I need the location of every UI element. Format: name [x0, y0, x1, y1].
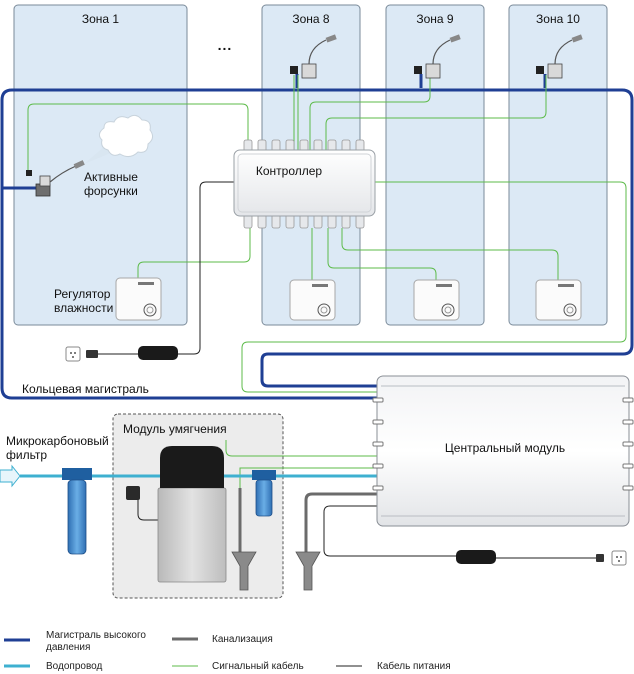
power-adapter-central [456, 550, 604, 564]
microcarbon-filter [62, 468, 92, 555]
softener-unit [126, 446, 227, 583]
central-module-label: Центральный модуль [444, 441, 566, 455]
nozzle-valve-zone-8 [290, 34, 337, 79]
power-socket-icon [65, 346, 81, 362]
humidity-regulator-label: Регулятор влажности [54, 287, 114, 315]
nozzle-valve-zone-1 [26, 160, 85, 197]
active-nozzles-label: Активные форсунки [84, 170, 138, 198]
controller-label: Контроллер [255, 164, 323, 178]
drain-funnel-2 [295, 551, 321, 591]
power-cables [98, 181, 596, 559]
legend-signal-cable: Сигнальный кабель [212, 661, 304, 672]
legend-water-supply: Водопровод [46, 661, 103, 672]
humidity-regulator-zone-10 [535, 279, 582, 321]
signal-cables [27, 75, 627, 488]
nozzle-valve-zone-9 [414, 34, 461, 79]
zone-10 [508, 4, 608, 326]
nozzle-valve-zone-10 [536, 34, 583, 79]
legend-power-cable: Кабель питания [377, 661, 451, 672]
legend-high-pressure: Магистраль высокого давления [46, 630, 146, 653]
legend-lines [4, 637, 362, 668]
power-adapter-controller [86, 346, 178, 360]
zone-1-label: Зона 1 [81, 12, 120, 26]
zone-10-label: Зона 10 [536, 12, 580, 26]
softener-filter [252, 470, 276, 517]
zone-9-label: Зона 9 [416, 12, 454, 26]
softening-module-label: Модуль умягчения [123, 422, 227, 436]
water-inlet-arrow [0, 464, 21, 488]
power-socket-icon-2 [611, 550, 627, 566]
high-pressure-ring [0, 74, 634, 400]
controller [233, 139, 376, 229]
central-module [372, 375, 634, 527]
mist-cloud-icon [98, 114, 154, 158]
humidity-regulator-zone-8 [289, 279, 336, 321]
sewer-lines [238, 488, 377, 552]
ring-main-label: Кольцевая магистраль [22, 382, 149, 396]
zones-ellipsis: ... [217, 37, 233, 53]
humidity-regulator-zone-1 [115, 277, 162, 321]
zone-1 [13, 4, 188, 326]
drain-funnel-1 [231, 551, 257, 591]
zone-8-label: Зона 8 [292, 12, 330, 26]
microcarbon-filter-label: Микрокарбоновый фильтр [6, 434, 109, 462]
humidity-regulator-zone-9 [413, 279, 460, 321]
legend-sewer: Канализация [212, 634, 273, 645]
zone-9 [385, 4, 485, 326]
